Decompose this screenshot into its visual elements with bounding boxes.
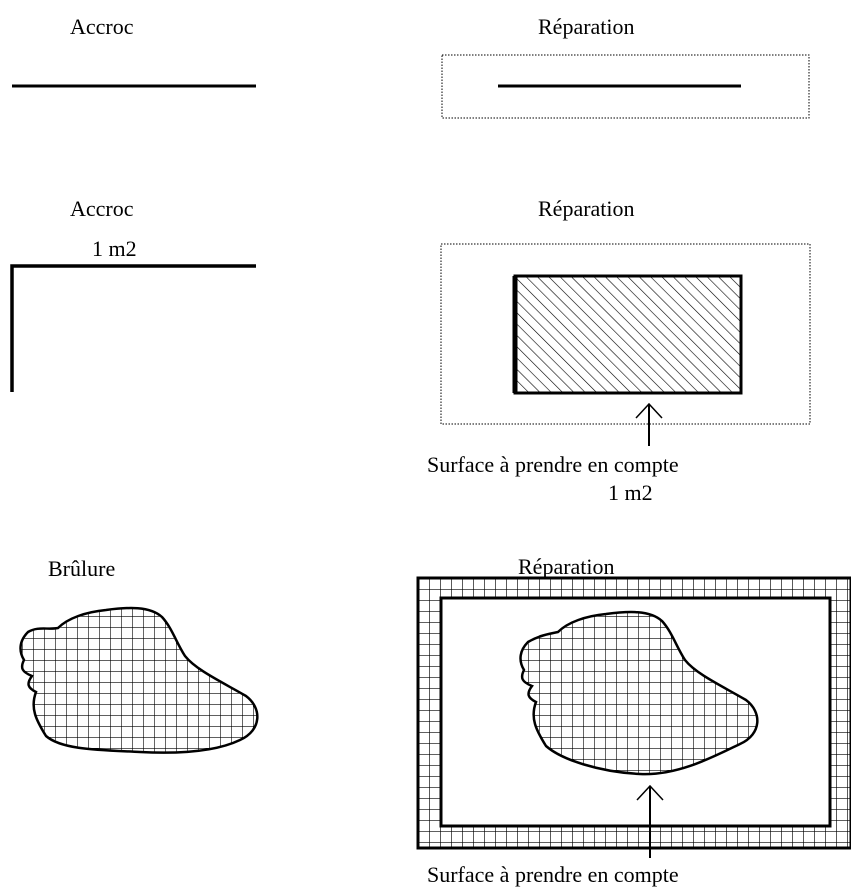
burn-shape [19,606,259,754]
row3-right-title: Réparation [518,554,615,579]
row2-caption: Surface à prendre en compte [427,452,679,477]
repair-frame [416,576,851,850]
row2-left-title: Accroc [70,196,134,221]
arrow-up-icon [635,402,663,446]
arrow-up-icon-2 [636,784,664,858]
row1-right-title: Réparation [538,14,635,39]
row2-left-sub: 1 m2 [92,236,137,261]
row3-caption: Surface à prendre en compte [427,862,679,887]
row3-left-title: Brûlure [48,556,116,581]
row2-right-title: Réparation [538,196,635,221]
row1-left-title: Accroc [70,14,134,39]
hatched-area [513,274,743,395]
l-shaped-tear [10,264,256,392]
repair-box-1 [441,54,810,119]
repair-box-2 [440,243,811,425]
row2-caption-sub: 1 m2 [608,480,653,505]
repaired-burn-shape [519,610,759,776]
